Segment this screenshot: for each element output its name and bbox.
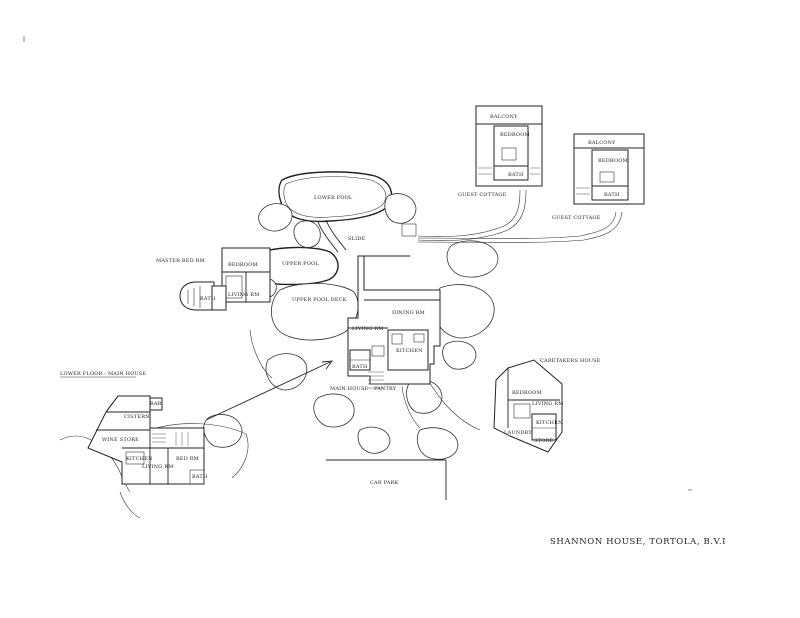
lower-floor-label: LOWER FLOOR - MAIN HOUSE bbox=[60, 371, 147, 377]
main-living-label: LIVING RM bbox=[352, 326, 384, 332]
lower-pool: LOWER POOL bbox=[278, 171, 393, 223]
caretakers-house: CARETAKERS HOUSE BEDROOM LIVING RM KITCH… bbox=[493, 358, 601, 453]
master-bedroom-label: MASTER BED RM bbox=[156, 258, 205, 264]
bath-1-label: BATH bbox=[508, 172, 524, 178]
upper-pool-label: UPPER POOL bbox=[282, 261, 319, 267]
bar-label: BAR bbox=[150, 401, 162, 407]
main-house: DINING RM LIVING RM KITCHEN BATH MAIN HO… bbox=[330, 223, 441, 392]
master-living-label: LIVING RM bbox=[228, 292, 260, 298]
main-house-label: MAIN HOUSE bbox=[330, 386, 369, 392]
master-bedroom-room-label: BEDROOM bbox=[228, 262, 258, 268]
dining-room-label: DINING RM bbox=[392, 310, 425, 316]
guest-cottage-2-label: GUEST COTTAGE bbox=[552, 215, 601, 221]
upper-pool-deck: UPPER POOL DECK bbox=[271, 283, 359, 341]
car-park-label: CAR PARK bbox=[370, 480, 398, 486]
main-bath-label: BATH bbox=[352, 364, 368, 370]
lower-kitchen-label: KITCHEN bbox=[126, 456, 153, 462]
drawing-caption: SHANNON HOUSE, TORTOLA, B.V.I bbox=[550, 537, 726, 547]
bedroom-2-label: BEDROOM bbox=[598, 158, 628, 164]
pantry-label: PANTRY bbox=[374, 386, 397, 392]
lower-bath-label: BATH bbox=[192, 474, 208, 480]
master-bedroom-wing: MASTER BED RM BEDROOM LIVING RM BATH bbox=[156, 247, 271, 311]
upper-pool-deck-label: UPPER POOL DECK bbox=[292, 297, 347, 303]
cistern-label: CISTERN bbox=[124, 414, 150, 420]
lower-living-label: LIVING RM bbox=[142, 464, 174, 470]
laundry-label: LAUNDRY bbox=[504, 430, 532, 436]
guest-cottage-2: BALCONY BEDROOM BATH GUEST COTTAGE bbox=[552, 133, 645, 221]
wine-store-label: WINE STORE bbox=[102, 437, 139, 443]
slide-label: SLIDE bbox=[348, 236, 366, 242]
bath-2-label: BATH bbox=[604, 192, 620, 198]
caretakers-kitchen-label: KITCHEN bbox=[536, 420, 563, 426]
caretakers-bedroom-label: BEDROOM bbox=[512, 390, 542, 396]
balcony-2-label: BALCONY bbox=[588, 140, 616, 146]
scan-marks bbox=[23, 36, 692, 491]
balcony-1-label: BALCONY bbox=[490, 114, 518, 120]
rock-outcrops bbox=[203, 193, 499, 460]
bedroom-1-label: BEDROOM bbox=[500, 132, 530, 138]
guest-cottage-1: BALCONY BEDROOM BATH GUEST COTTAGE bbox=[458, 105, 543, 198]
master-bath-label: BATH bbox=[200, 296, 216, 302]
car-park: CAR PARK bbox=[326, 459, 447, 500]
slide: SLIDE bbox=[317, 219, 366, 253]
caretakers-house-label: CARETAKERS HOUSE bbox=[540, 358, 601, 364]
kitchen-label: KITCHEN bbox=[396, 348, 423, 354]
caretakers-living-label: LIVING RM bbox=[532, 401, 564, 407]
paths bbox=[249, 189, 623, 431]
guest-cottage-1-label: GUEST COTTAGE bbox=[458, 192, 507, 198]
store-label: STORE bbox=[534, 438, 553, 444]
lower-floor-main-house: LOWER FLOOR - MAIN HOUSE BAR CISTERN WIN… bbox=[59, 360, 333, 519]
lower-pool-label: LOWER POOL bbox=[314, 195, 353, 201]
lower-bed-rm-label: BED RM bbox=[176, 456, 199, 462]
